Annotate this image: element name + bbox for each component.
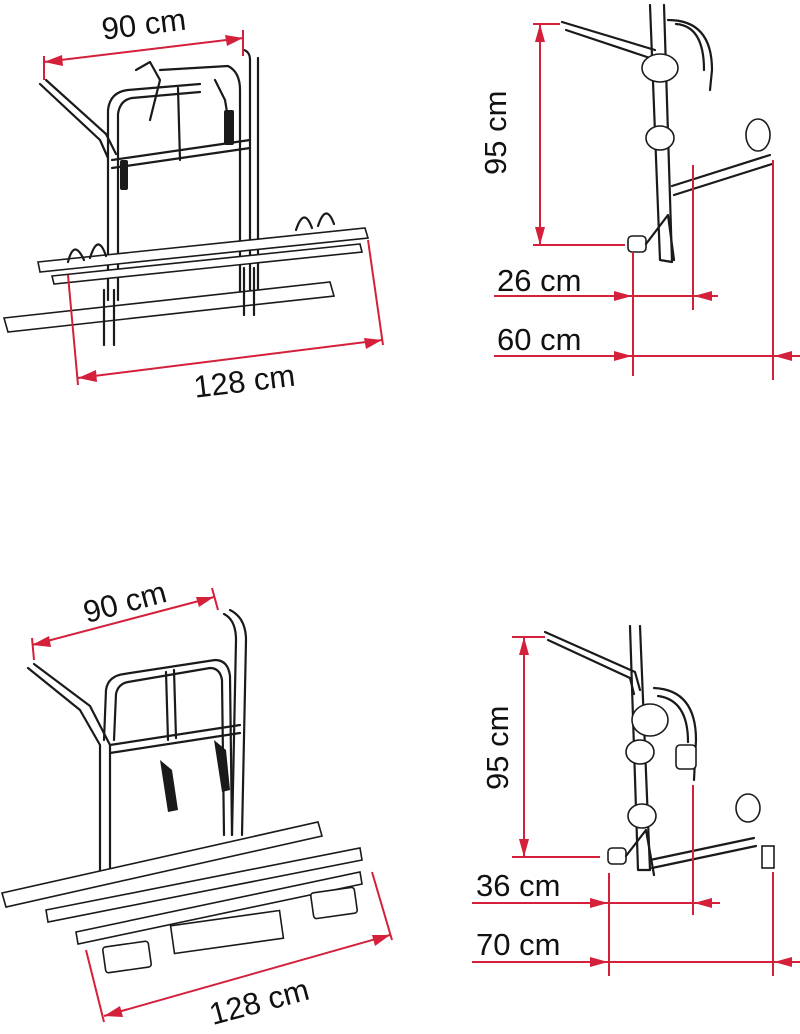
dimension-128cm-bottom — [85, 871, 393, 1023]
label-depth-inner-2: 36 cm — [476, 868, 561, 903]
label-depth-outer-2: 70 cm — [476, 927, 561, 962]
dimension-36cm-bottom — [472, 785, 720, 976]
bike-rack-side-view-1 — [560, 3, 774, 264]
dimension-95cm-top — [533, 23, 625, 246]
dimension-70cm-bottom — [472, 872, 800, 976]
bike-rack-front-view-1 — [2, 48, 370, 347]
label-height-1: 95 cm — [478, 90, 513, 175]
dimension-60cm-top — [494, 160, 800, 380]
label-depth-outer-1: 60 cm — [497, 322, 582, 357]
label-height-2: 95 cm — [480, 705, 515, 790]
dimension-95cm-bottom — [512, 636, 600, 858]
bike-rack-side-view-2 — [543, 624, 775, 877]
dimension-128cm-top — [67, 239, 384, 386]
dimension-90cm-bottom — [31, 587, 219, 661]
dimension-26cm-top — [494, 165, 718, 376]
dimension-90cm-top — [43, 30, 244, 80]
bike-rack-front-view-2 — [0, 608, 363, 974]
label-depth-inner-1: 26 cm — [497, 263, 582, 298]
